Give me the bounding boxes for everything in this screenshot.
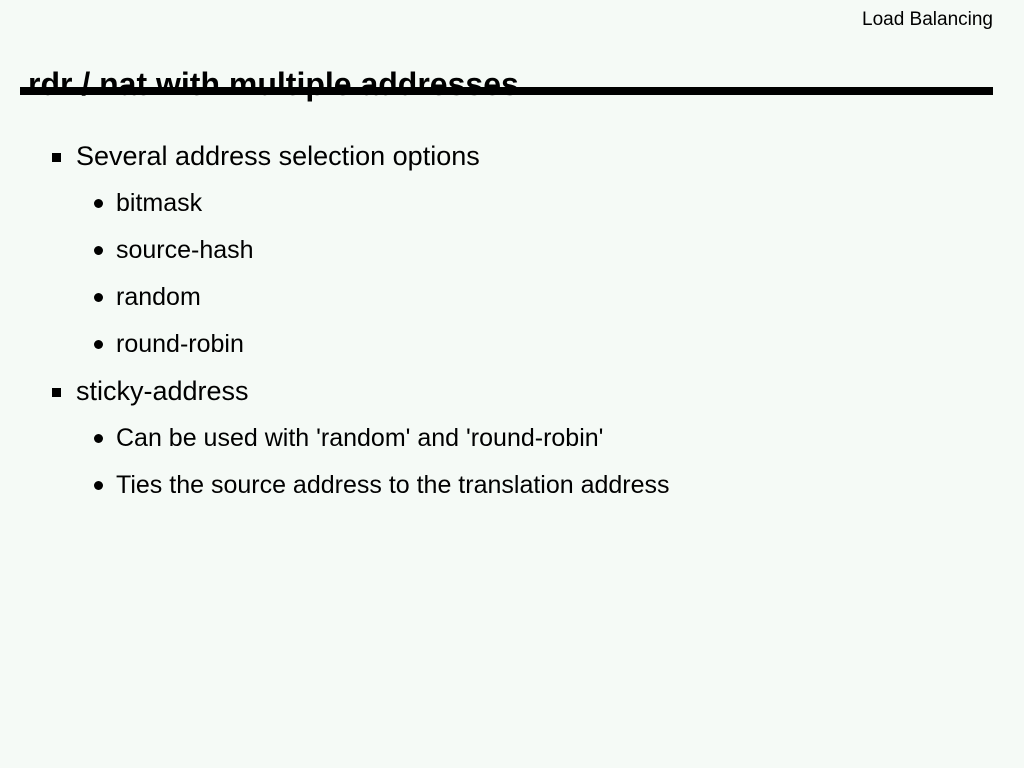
square-bullet-icon	[52, 153, 61, 162]
bullet-label: random	[116, 283, 201, 311]
bullet-label: bitmask	[116, 189, 203, 217]
bullet-item-level2: Ties the source address to the translati…	[0, 462, 1024, 509]
dot-bullet-icon	[94, 481, 103, 490]
bullet-item-level2: source-hash	[0, 227, 1024, 274]
bullet-item-level2: random	[0, 274, 1024, 321]
bullet-item-level1: Several address selection options	[0, 133, 1024, 180]
dot-bullet-icon	[94, 434, 103, 443]
dot-bullet-icon	[94, 293, 103, 302]
bullet-list: Several address selection options bitmas…	[0, 133, 1024, 509]
bullet-item-level1: sticky-address	[0, 368, 1024, 415]
bullet-label: source-hash	[116, 236, 254, 264]
dot-bullet-icon	[94, 199, 103, 208]
bullet-label: round-robin	[116, 330, 244, 358]
bullet-label: Can be used with 'random' and 'round-rob…	[116, 424, 604, 452]
bullet-item-level2: Can be used with 'random' and 'round-rob…	[0, 415, 1024, 462]
square-bullet-icon	[52, 388, 61, 397]
slide-header-topic: Load Balancing	[862, 9, 993, 30]
bullet-label: sticky-address	[76, 376, 249, 406]
bullet-label: Ties the source address to the translati…	[116, 471, 670, 499]
bullet-item-level2: round-robin	[0, 321, 1024, 368]
dot-bullet-icon	[94, 246, 103, 255]
bullet-label: Several address selection options	[76, 141, 480, 171]
slide-title: rdr / nat with multiple addresses	[28, 66, 519, 103]
slide-body: Several address selection options bitmas…	[0, 133, 1024, 509]
bullet-item-level2: bitmask	[0, 180, 1024, 227]
dot-bullet-icon	[94, 340, 103, 349]
title-divider-rule	[20, 87, 993, 95]
